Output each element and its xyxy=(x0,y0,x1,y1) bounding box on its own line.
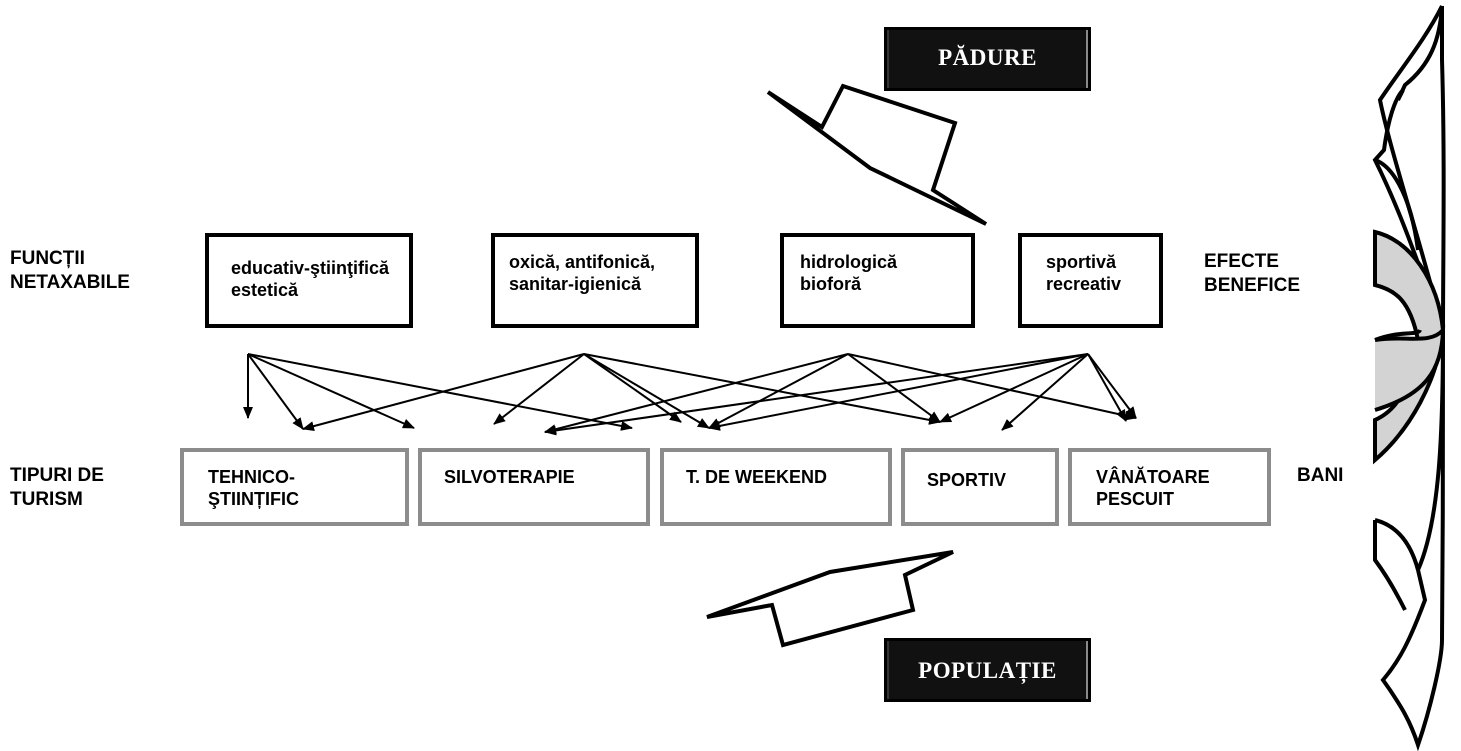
link-arrow-2 xyxy=(247,353,415,429)
tourism-label-silvoterapie: SILVOTERAPIE xyxy=(444,467,575,487)
tourism-box-sportiv: SPORTIV xyxy=(901,448,1059,526)
link-arrow-12 xyxy=(847,353,1137,421)
target-node-populatie: POPULAȚIE xyxy=(884,638,1091,702)
function-label-oxica: oxică, antifonică, sanitar-igienică xyxy=(509,252,656,294)
link-arrow-8 xyxy=(302,353,585,431)
function-box-oxica: oxică, antifonică, sanitar-igienică xyxy=(491,233,699,328)
tourism-box-tehnico: TEHNICO- ŞTIINȚIFIC xyxy=(180,448,409,526)
tourism-label-sportiv: SPORTIV xyxy=(927,470,1007,490)
link-arrow-16 xyxy=(1087,353,1127,422)
link-arrow-15 xyxy=(708,353,1089,431)
function-label-hidrologica: hidrologică bioforă xyxy=(800,252,898,294)
tourism-box-silvoterapie: SILVOTERAPIE xyxy=(418,448,650,526)
functions-row-label: FUNCȚII NETAXABILE xyxy=(10,248,130,293)
link-arrow-17 xyxy=(939,353,1089,423)
link-arrow-9 xyxy=(847,353,941,423)
tourism-row-label: TIPURI DE TURISM xyxy=(10,465,104,510)
curved-arrow-middle xyxy=(1373,229,1446,465)
function-label-sportiva: sportivă recreativ xyxy=(1046,252,1122,294)
target-node-label: POPULAȚIE xyxy=(918,658,1057,683)
link-arrow-3 xyxy=(247,353,633,431)
link-arrows xyxy=(243,353,1137,436)
source-node-label: PĂDURE xyxy=(938,45,1037,70)
link-arrow-13 xyxy=(544,353,1089,436)
function-box-educativ: educativ-ştiinţifică estetică xyxy=(205,233,413,328)
curved-arrow-upper-inner xyxy=(1374,158,1420,251)
source-node-frame xyxy=(887,30,1088,88)
function-box-hidrologica: hidrologică bioforă xyxy=(780,233,975,328)
link-arrow-1 xyxy=(247,353,304,430)
tourism-box-vanatoare: VÂNĂTOARE PESCUIT xyxy=(1068,448,1271,526)
link-arrow-10 xyxy=(708,353,849,429)
top-flow-arrow xyxy=(766,83,988,226)
link-arrow-5 xyxy=(583,353,682,423)
tourism-label-weekend: T. DE WEEKEND xyxy=(686,467,828,487)
money-label: BANI xyxy=(1297,465,1344,486)
link-arrow-4 xyxy=(493,353,585,425)
link-arrow-18 xyxy=(1087,353,1137,419)
link-arrow-6 xyxy=(583,353,941,425)
source-node-padure: PĂDURE xyxy=(884,27,1091,91)
tourism-box-weekend: T. DE WEEKEND xyxy=(660,448,892,526)
right-curved-arrows xyxy=(1372,5,1446,751)
function-label-educativ: educativ-ştiinţifică estetică xyxy=(231,258,390,300)
target-node-frame xyxy=(887,641,1088,699)
link-arrow-11 xyxy=(544,353,849,435)
curved-arrow-upper xyxy=(1372,5,1446,331)
link-arrow-14 xyxy=(1001,353,1089,431)
link-arrow-7 xyxy=(583,353,710,429)
bottom-flow-arrow xyxy=(706,550,954,648)
curved-arrow-lower xyxy=(1380,329,1445,751)
tourism-label-tehnico: TEHNICO- ŞTIINȚIFIC xyxy=(208,467,299,509)
tourism-label-vanatoare: VÂNĂTOARE PESCUIT xyxy=(1096,467,1210,509)
function-box-sportiva: sportivă recreativ xyxy=(1018,233,1163,328)
effects-label: EFECTE BENEFICE xyxy=(1204,251,1301,296)
